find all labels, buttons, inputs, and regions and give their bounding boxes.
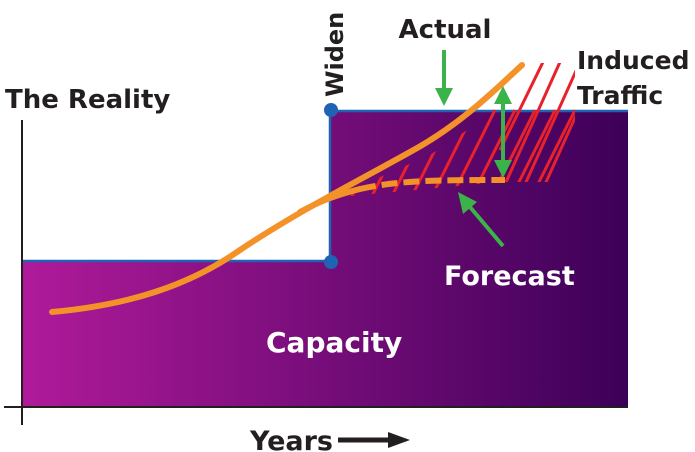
- widen-start-dot: [324, 255, 338, 269]
- capacity-area: [22, 110, 628, 408]
- induced-traffic-label-1: Induced: [577, 46, 689, 75]
- diagonal-arrow-icon: [458, 192, 505, 248]
- down-arrow-icon: [435, 50, 453, 106]
- induced-traffic-label-2: Traffic: [577, 81, 663, 110]
- forecast-label: Forecast: [444, 261, 575, 292]
- forecast-traffic-dashed: [359, 177, 506, 192]
- diagram-title: The Reality: [5, 85, 170, 115]
- actual-label: Actual: [399, 15, 492, 45]
- widen-label: Widen: [321, 12, 349, 97]
- capacity-boundary: [22, 109, 628, 263]
- capacity-label: Capacity: [266, 326, 402, 359]
- double-arrow-icon: [494, 86, 512, 178]
- widen-end-dot: [324, 103, 338, 117]
- x-axis-label: Years: [249, 426, 333, 452]
- right-arrow-icon: [338, 432, 410, 448]
- forecast-traffic-line: [297, 186, 363, 215]
